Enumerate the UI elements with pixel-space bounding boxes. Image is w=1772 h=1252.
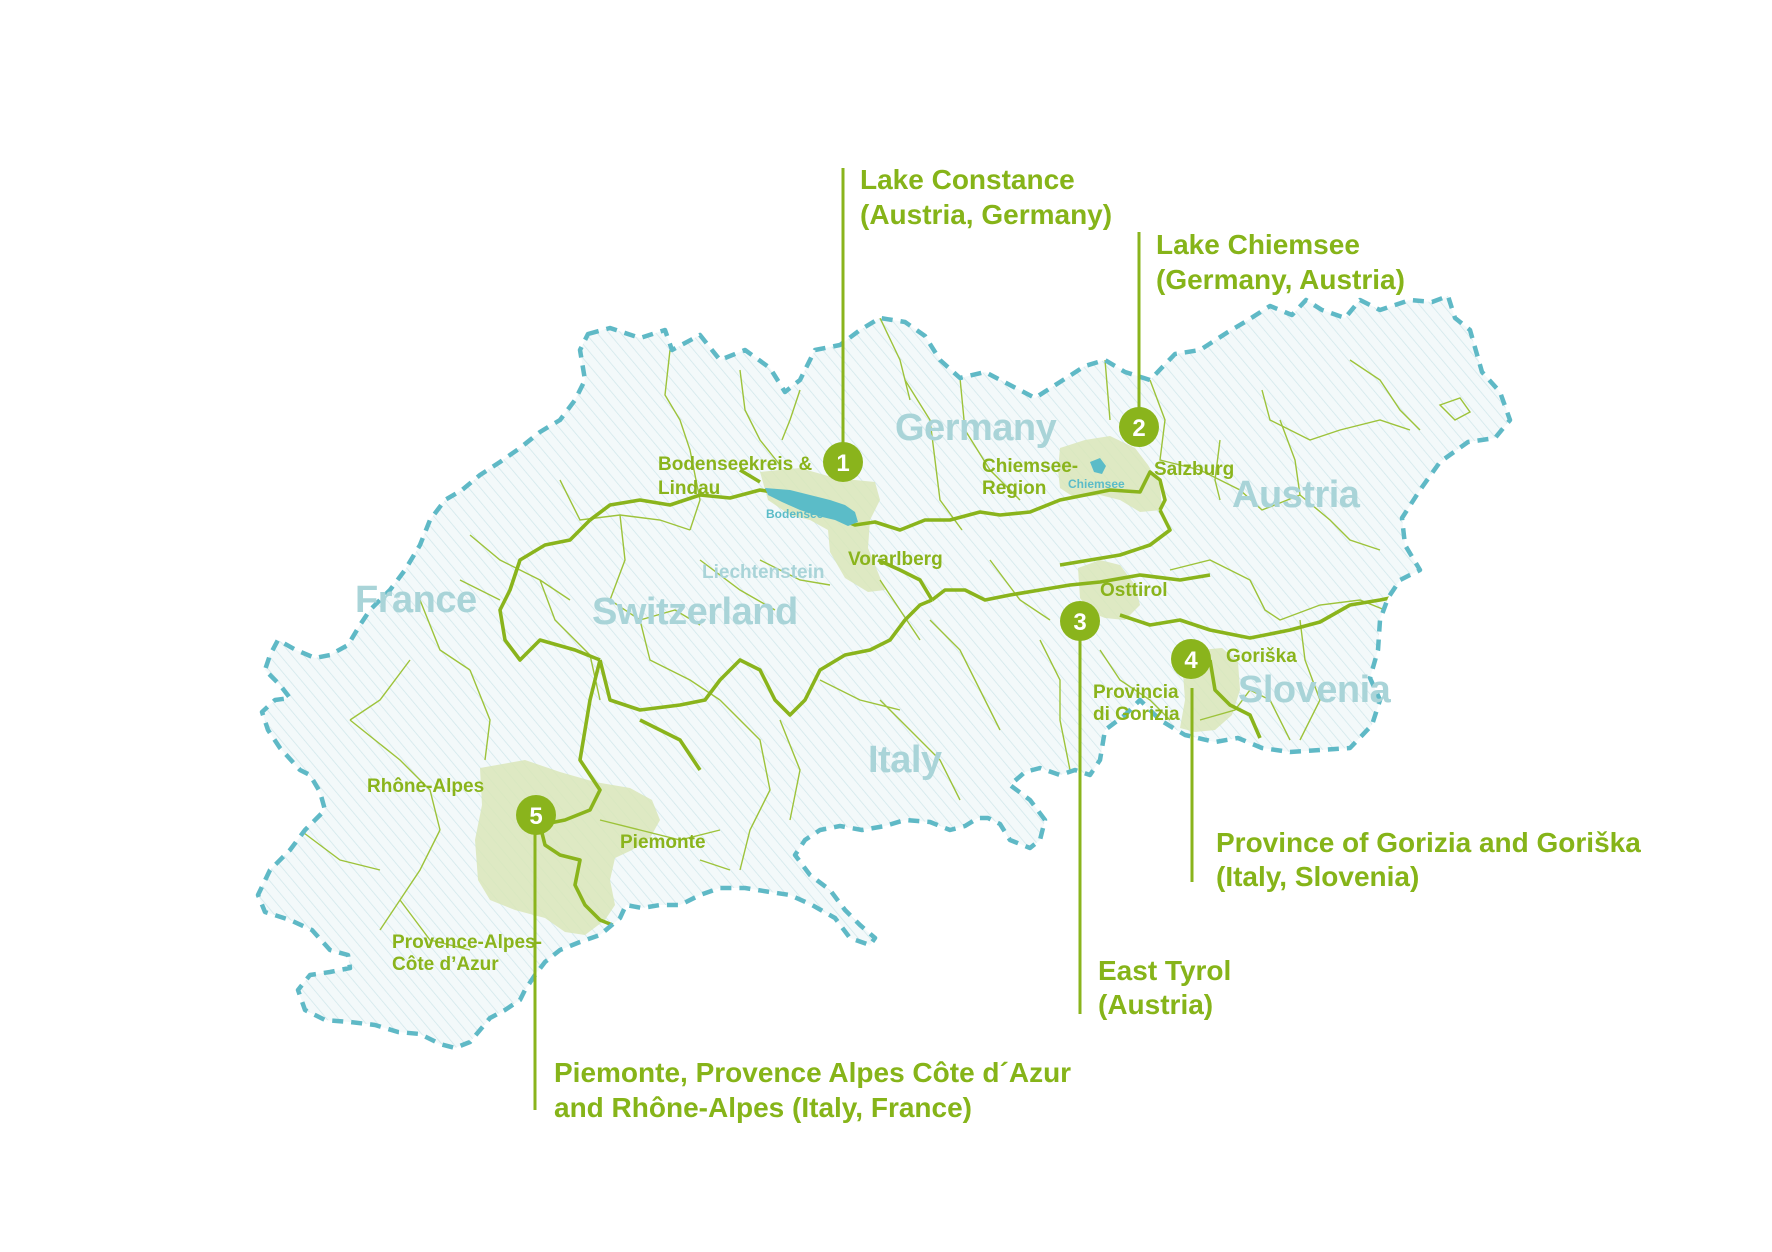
region-label-bodenseekreis-1: Bodenseekreis &	[658, 454, 812, 475]
country-label-italy: Italy	[868, 739, 942, 781]
region-label-paca-1: Provence-Alpes-	[392, 932, 542, 953]
region-label-goriska: Goriška	[1226, 646, 1297, 667]
country-label-switzerland: Switzerland	[592, 591, 798, 633]
region-label-rhone-alpes: Rhône-Alpes	[367, 776, 484, 797]
lake-label-bodensee: Bodensee	[766, 507, 824, 521]
chiemsee-lake	[1090, 458, 1106, 474]
marker-5[interactable]: 5	[516, 795, 556, 835]
region-label-gorizia-1: Provincia	[1093, 682, 1179, 703]
callout-2-subtitle: (Germany, Austria)	[1156, 264, 1405, 295]
callout-5-subtitle: and Rhône-Alpes (Italy, France)	[554, 1092, 972, 1123]
region-label-chiemsee-2: Region	[982, 478, 1046, 499]
marker-2[interactable]: 2	[1119, 407, 1159, 447]
marker-4-number: 4	[1184, 647, 1198, 674]
marker-1-number: 1	[836, 450, 849, 477]
callout-4-title: Province of Gorizia and Goriška	[1216, 827, 1641, 858]
callout-5-title: Piemonte, Provence Alpes Côte d´Azur	[554, 1057, 1071, 1088]
marker-4[interactable]: 4	[1171, 639, 1211, 679]
region-label-gorizia-2: di Gorizia	[1093, 704, 1180, 725]
callout-2-title: Lake Chiemsee	[1156, 229, 1360, 260]
region-label-paca-2: Côte d’Azur	[392, 954, 499, 975]
marker-3-number: 3	[1073, 609, 1086, 636]
region-label-salzburg: Salzburg	[1154, 459, 1234, 480]
marker-2-number: 2	[1132, 415, 1145, 442]
alpine-convention-outline	[255, 293, 1513, 1051]
country-label-france: France	[355, 579, 477, 621]
region-label-piemonte: Piemonte	[620, 832, 706, 853]
country-label-slovenia: Slovenia	[1238, 669, 1392, 711]
highlight-osttirol	[1078, 560, 1140, 620]
region-label-chiemsee-1: Chiemsee-	[982, 456, 1078, 477]
callout-3-subtitle: (Austria)	[1098, 989, 1213, 1020]
bodensee-lake	[765, 488, 858, 526]
callout-1-title: Lake Constance	[860, 164, 1075, 195]
regional-borders	[299, 317, 1472, 951]
region-label-osttirol: Osttirol	[1100, 580, 1168, 601]
region-label-vorarlberg: Vorarlberg	[848, 549, 943, 570]
callout-1-subtitle: (Austria, Germany)	[860, 199, 1112, 230]
country-label-germany: Germany	[895, 407, 1057, 449]
country-label-liechtenstein: Liechtenstein	[702, 562, 824, 583]
country-label-austria: Austria	[1232, 474, 1361, 516]
callout-leader-lines	[533, 168, 1194, 1110]
marker-1[interactable]: 1	[823, 442, 863, 482]
marker-5-number: 5	[529, 803, 542, 830]
lake-label-chiemsee: Chiemsee	[1068, 477, 1125, 491]
region-label-bodenseekreis-2: Lindau	[658, 478, 720, 499]
callout-3-title: East Tyrol	[1098, 955, 1231, 986]
callout-4-subtitle: (Italy, Slovenia)	[1216, 861, 1419, 892]
marker-3[interactable]: 3	[1060, 601, 1100, 641]
